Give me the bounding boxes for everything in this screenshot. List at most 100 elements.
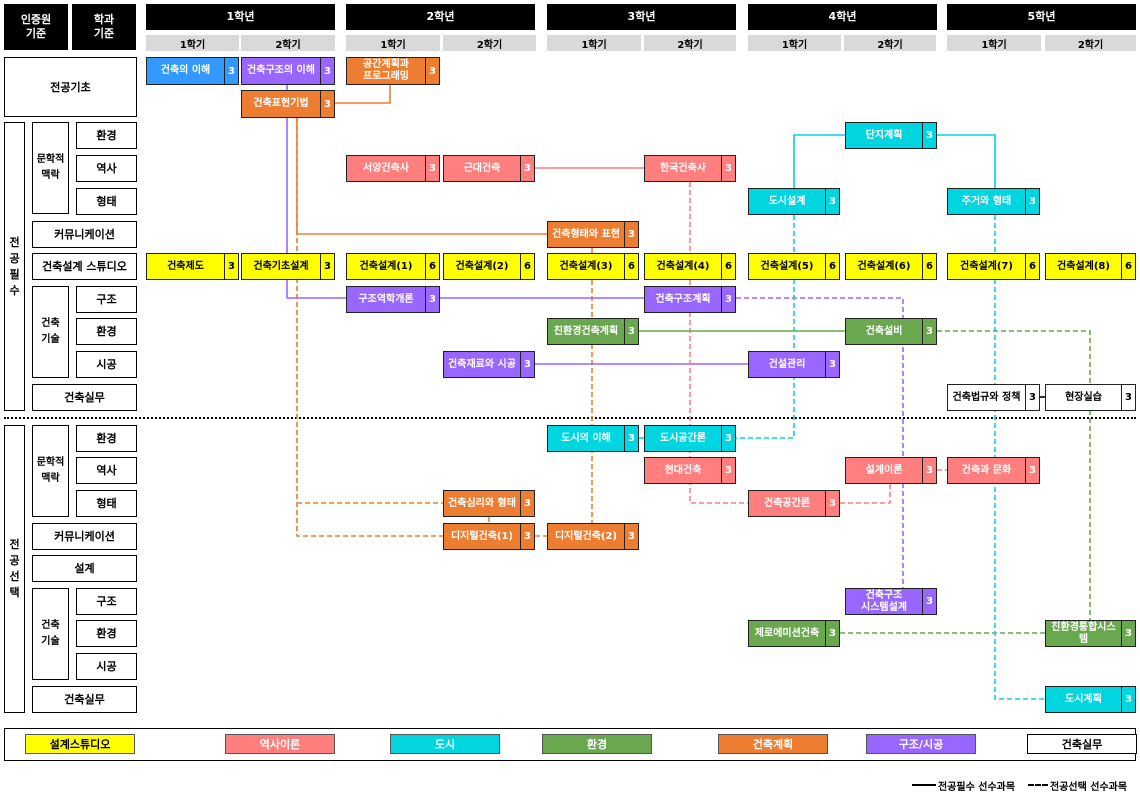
legend-history: 역사이론 [225, 734, 335, 754]
course-c38[interactable]: 디지털건축(2)3 [547, 523, 639, 550]
solid-line-sample [912, 784, 936, 786]
semester-header-1-2: 2학기 [241, 35, 335, 51]
course-credit: 3 [224, 254, 238, 279]
course-credit: 3 [320, 58, 334, 84]
link-c25-c41 [937, 330, 1091, 620]
course-credit: 3 [1025, 189, 1039, 214]
course-name: 건축재료와 시공 [448, 358, 516, 370]
course-name: 건축설계(3) [559, 260, 613, 272]
row-studio: 건축설계 스튜디오 [32, 253, 137, 280]
course-name: 건축제도 [167, 260, 204, 272]
row-practice2: 건축실무 [32, 686, 137, 713]
course-credit: 3 [1121, 687, 1135, 712]
course-c20[interactable]: 건축설계(7)6 [947, 253, 1040, 280]
course-credit: 3 [624, 319, 638, 344]
semester-header-5-2: 2학기 [1045, 35, 1136, 51]
course-credit: 3 [224, 58, 238, 84]
course-name: 건축설계(5) [760, 260, 814, 272]
course-credit: 3 [624, 524, 638, 549]
course-c19[interactable]: 건축설계(6)6 [845, 253, 937, 280]
course-c12[interactable]: 건축제도 3 [146, 253, 239, 280]
course-credit: 3 [721, 287, 735, 312]
link-c36-c33 [840, 484, 891, 504]
course-name: 서양건축사 [363, 162, 409, 174]
course-c16[interactable]: 건축설계(3) 6 [547, 253, 639, 280]
course-credit: 6 [1025, 254, 1039, 279]
semester-header-3-1: 1학기 [547, 35, 641, 51]
course-c22[interactable]: 구조역학개론 3 [346, 286, 440, 313]
course-name: 단지계획 [865, 129, 903, 141]
row-env2: 환경 [76, 318, 137, 345]
link-c9-c31 [736, 215, 795, 439]
course-c37[interactable]: 디지털건축(1)3 [443, 523, 535, 550]
course-credit: 6 [624, 254, 638, 279]
year-header-1: 1학년 [146, 4, 335, 30]
course-credit: 3 [425, 287, 439, 312]
course-c14[interactable]: 건축설계(1)6 [346, 253, 440, 280]
course-credit: 6 [922, 254, 936, 279]
semester-header-5-1: 1학기 [947, 35, 1041, 51]
course-name: 구조역학개론 [358, 293, 414, 305]
course-credit: 6 [825, 254, 839, 279]
course-credit: 3 [624, 222, 638, 247]
course-credit: 3 [520, 156, 534, 181]
course-c21[interactable]: 건축설계(8)6 [1045, 253, 1136, 280]
course-c15[interactable]: 건축설계(2)6 [443, 253, 535, 280]
legend-planning: 건축계획 [718, 734, 828, 754]
course-name: 설계이론 [865, 464, 903, 476]
semester-header-4-2: 2학기 [844, 35, 936, 51]
course-credit: 3 [320, 254, 334, 279]
course-name: 건설관리 [768, 358, 806, 370]
course-credit: 3 [825, 491, 839, 516]
course-name: 건축설비 [865, 325, 903, 337]
legend-structure: 구조/시공 [866, 734, 976, 754]
row-hist: 역사 [76, 155, 137, 182]
row-hist2: 역사 [76, 457, 137, 484]
year-header-3: 3학년 [547, 4, 736, 30]
course-c18[interactable]: 건축설계(5) 6 [748, 253, 840, 280]
year-header-2: 2학년 [346, 4, 535, 30]
course-name: 건축설계(8) [1057, 260, 1110, 272]
row-elective: 전 공 선 택 [4, 425, 25, 713]
link-c23-c39 [736, 297, 904, 588]
course-c17[interactable]: 건축설계(4)6 [644, 253, 736, 280]
course-credit: 3 [624, 426, 638, 451]
row-form: 형태 [76, 188, 137, 215]
course-name: 건축표현기법 [253, 98, 309, 109]
course-name: 건축설계(1) [359, 260, 413, 272]
course-c2[interactable]: 건축구조의 이해 3 [241, 57, 335, 85]
row-constr2: 시공 [76, 653, 137, 680]
course-name: 공간계획과 프로그래밍 [363, 59, 409, 82]
course-name: 건축구조의 이해 [247, 65, 315, 76]
row-practice: 건축실무 [32, 384, 137, 411]
